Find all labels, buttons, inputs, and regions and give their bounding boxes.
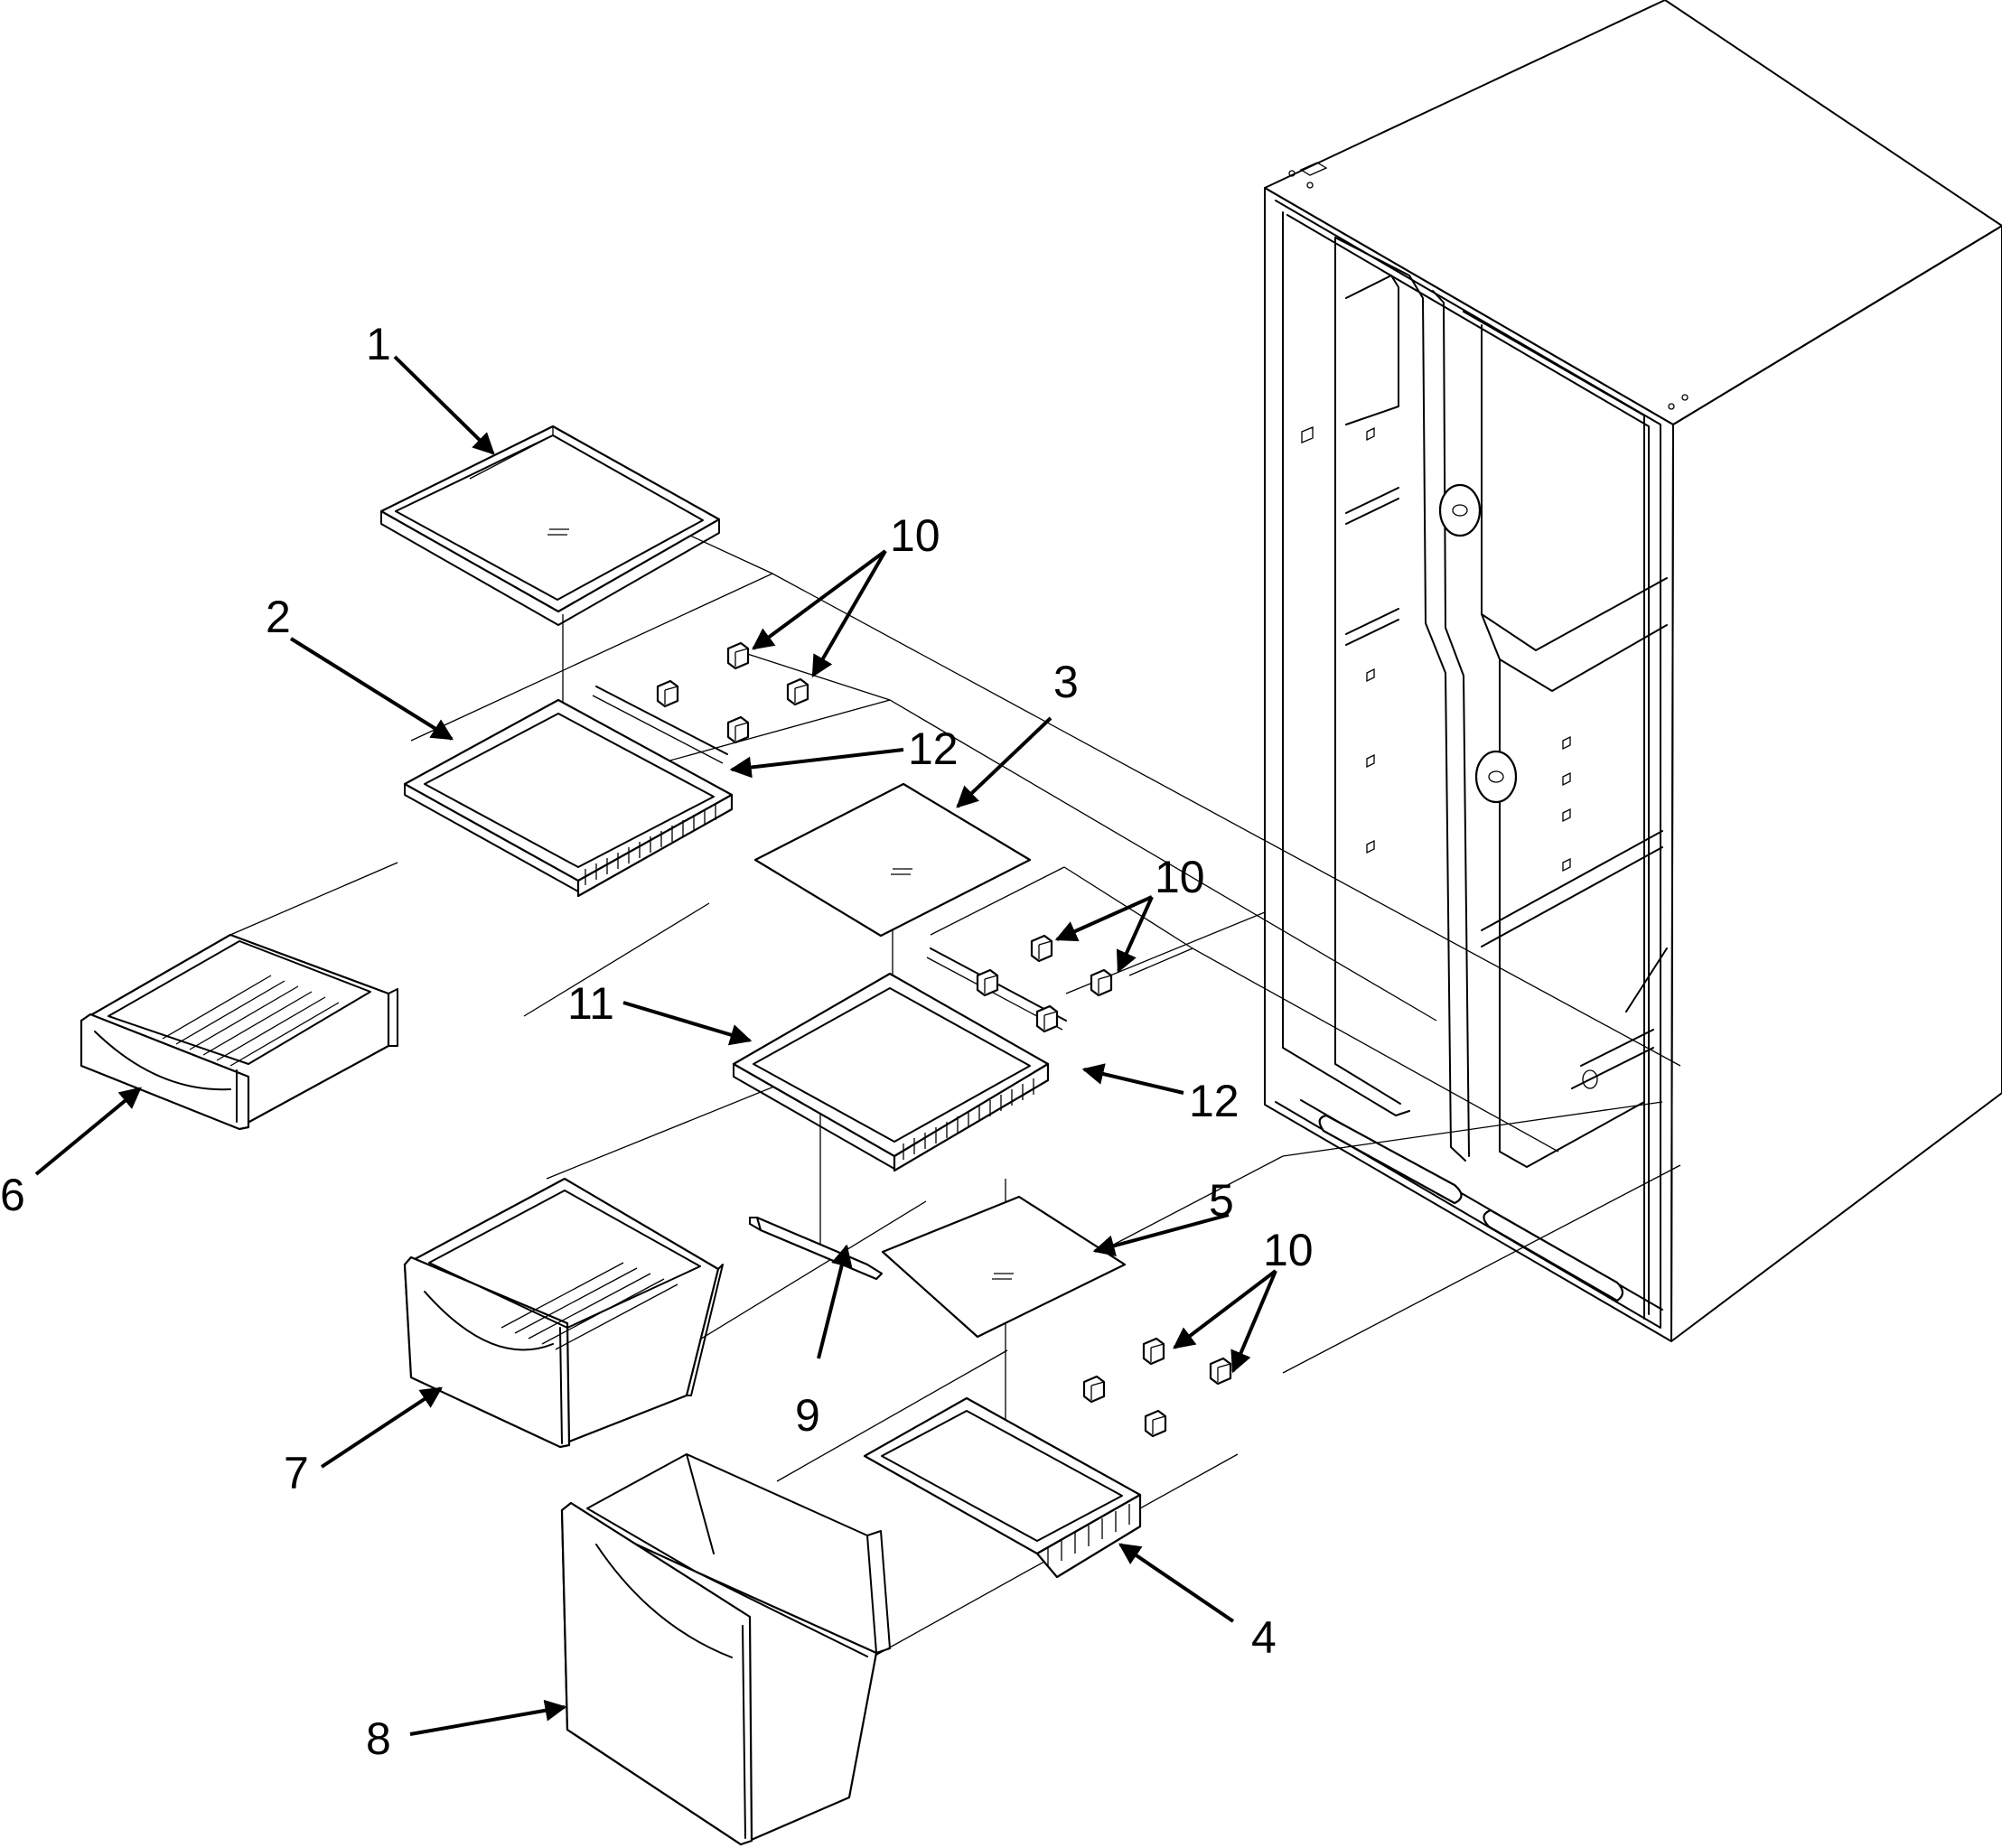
callout-11: 11 [567,978,614,1029]
callout-1: 1 [366,319,391,369]
part-4-crisper-cover [863,1396,1142,1579]
arrowhead-icon [1092,1213,1230,1256]
part-5-glass-insert [881,1195,1127,1339]
shelf-clips-middle [976,934,1113,1033]
shelf-clips-lower [1082,1337,1232,1438]
leader-arrows [34,355,1277,1736]
arrowhead-icon [34,1087,142,1176]
arrowhead-icon [752,549,887,650]
arrowhead-icon [729,748,904,779]
callout-3: 3 [1053,657,1079,707]
part-8-crisper-drawer [560,1453,891,1846]
arrowhead-icon [1173,1269,1277,1349]
arrowhead-icon [811,549,887,678]
callout-2: 2 [266,592,291,642]
arrowhead-icon [1054,895,1153,942]
callout-7: 7 [284,1448,309,1498]
callout-labels: 1 2 3 4 5 6 7 8 9 10 10 10 11 12 12 [0,319,1314,1764]
refrigerator-cabinet [1264,0,2002,1342]
part-7-crisper-drawer [403,1177,724,1449]
callout-12-upper: 12 [908,723,959,774]
arrowhead-icon [1081,1063,1184,1095]
arrowhead-icon [289,637,454,741]
arrowhead-icon [320,1386,444,1469]
arrowhead-icon [622,1001,753,1046]
part-9-divider-bar [749,1216,884,1281]
shelf-clips-upper [656,641,809,744]
arrowhead-icon [956,716,1052,808]
callout-10-lower: 10 [1263,1225,1314,1275]
part-6-crisper-drawer [80,933,398,1131]
callout-12-lower: 12 [1189,1076,1240,1126]
callout-10-middle: 10 [1155,852,1205,902]
arrowhead-icon [1116,896,1154,974]
arrowhead-icon [817,1244,853,1359]
part-3-glass-insert [753,782,1032,938]
callout-6: 6 [0,1170,25,1220]
callout-8: 8 [366,1713,391,1764]
part-2-crisper-cover [403,686,734,898]
callout-4: 4 [1251,1612,1277,1663]
part-11-crisper-cover [732,947,1067,1172]
arrowhead-icon [393,355,495,455]
arrowhead-icon [1118,1543,1235,1623]
callout-10-upper: 10 [890,510,940,561]
part-1-glass-shelf [379,425,721,626]
arrowhead-icon [409,1699,567,1736]
callout-5: 5 [1209,1175,1234,1226]
arrowhead-icon [1230,1270,1277,1374]
callout-9: 9 [795,1390,820,1441]
